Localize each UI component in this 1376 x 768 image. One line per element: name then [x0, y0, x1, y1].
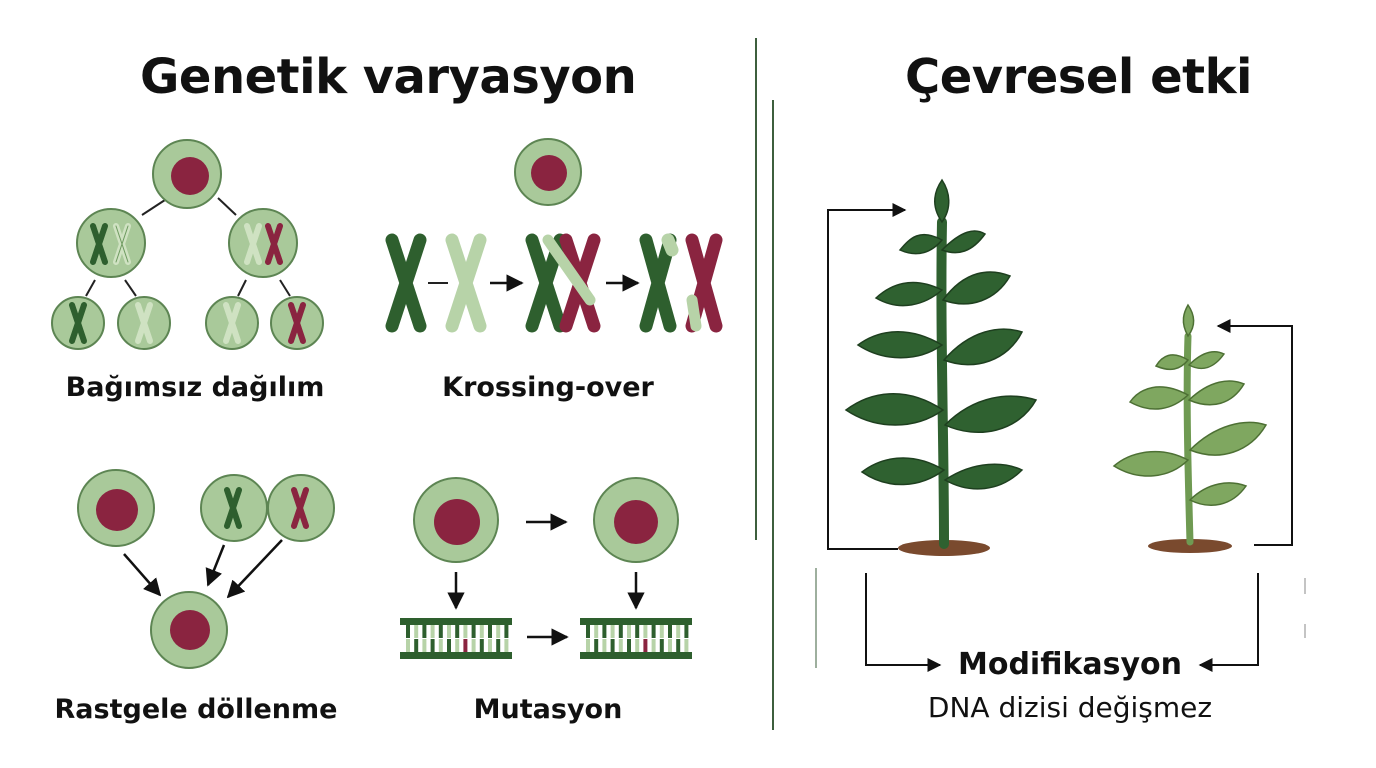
- base-pair: [504, 639, 509, 652]
- base-pair: [479, 639, 484, 652]
- base-pair: [414, 639, 419, 652]
- base-pair: [430, 639, 435, 652]
- dna-strand: [400, 618, 512, 659]
- environment-arrows: [815, 203, 1306, 672]
- base-pair: [610, 639, 615, 652]
- base-pair: [610, 625, 615, 638]
- random-fertilization-label: Rastgele döllenme: [54, 694, 338, 725]
- base-pair: [627, 625, 631, 638]
- base-pair: [488, 625, 492, 638]
- base-pair: [594, 639, 599, 652]
- base-pair: [602, 625, 607, 638]
- base-pair: [463, 639, 468, 652]
- base-pair: [594, 625, 599, 638]
- base-pair: [651, 639, 656, 652]
- base-pair: [602, 639, 607, 652]
- cell: [413, 477, 499, 563]
- daughter-cell: [76, 208, 146, 278]
- base-pair: [430, 625, 435, 638]
- small-plant: [1112, 303, 1268, 553]
- base-pair: [684, 639, 689, 652]
- base-pair: [455, 625, 460, 638]
- base-pair: [438, 625, 443, 638]
- environmental-effect-title: Çevresel etki: [905, 49, 1252, 105]
- base-pair: [479, 625, 484, 638]
- random-fertilization-diagram: [77, 469, 335, 669]
- egg-cell: [77, 469, 155, 547]
- mutation-label: Mutasyon: [473, 694, 623, 725]
- zygote-cell: [150, 591, 228, 669]
- process-arrow: [205, 544, 226, 587]
- base-pair: [659, 625, 664, 638]
- large-plant: [844, 178, 1038, 556]
- process-arrow: [123, 553, 162, 597]
- base-pair: [643, 625, 648, 638]
- sperm-cell: [200, 474, 268, 542]
- base-pair: [447, 639, 451, 652]
- base-pair: [676, 639, 681, 652]
- base-pair: [659, 639, 664, 652]
- base-pair: [627, 639, 631, 652]
- base-pair: [463, 625, 468, 638]
- base-pair: [422, 625, 427, 638]
- base-pair: [643, 639, 648, 652]
- independent-assortment-diagram: [51, 139, 324, 350]
- mutation-diagram: [400, 477, 692, 659]
- mutated-cell: [593, 477, 679, 563]
- base-pair: [471, 625, 476, 638]
- base-pair: [635, 639, 640, 652]
- parent-cell: [514, 138, 582, 206]
- base-pair: [488, 639, 492, 652]
- base-pair: [496, 639, 501, 652]
- chromosome: [69, 223, 306, 344]
- base-pair: [684, 625, 689, 638]
- base-pair: [438, 639, 443, 652]
- genetic-variation-title: Genetik varyasyon: [140, 49, 637, 105]
- base-pair: [618, 625, 623, 638]
- base-pair: [447, 625, 451, 638]
- base-pair: [406, 639, 410, 652]
- independent-assortment-label: Bağımsız dağılım: [65, 372, 325, 403]
- base-pair: [618, 639, 623, 652]
- base-pair: [635, 625, 640, 638]
- mutated-dna-strand: [580, 618, 692, 659]
- base-pair: [496, 625, 501, 638]
- sperm-cell: [267, 474, 335, 542]
- base-pair: [455, 639, 460, 652]
- crossing-over-label: Krossing-over: [442, 372, 654, 403]
- dna-unchanged-note: DNA dizisi değişmez: [927, 691, 1213, 724]
- base-pair: [406, 625, 410, 638]
- base-pair: [504, 625, 509, 638]
- base-pair: [422, 639, 427, 652]
- base-pair: [651, 625, 656, 638]
- base-pair: [668, 625, 672, 638]
- base-pair: [471, 639, 476, 652]
- base-pair: [676, 625, 681, 638]
- base-pair: [586, 639, 590, 652]
- daughter-cell: [228, 208, 298, 278]
- modification-label: Modifikasyon: [957, 647, 1183, 682]
- process-arrow: [226, 539, 283, 599]
- base-pair: [668, 639, 672, 652]
- crossing-over-diagram: [385, 138, 723, 333]
- base-pair: [586, 625, 590, 638]
- chromosome: [385, 233, 723, 333]
- base-pair: [414, 625, 419, 638]
- parent-cell: [152, 139, 222, 209]
